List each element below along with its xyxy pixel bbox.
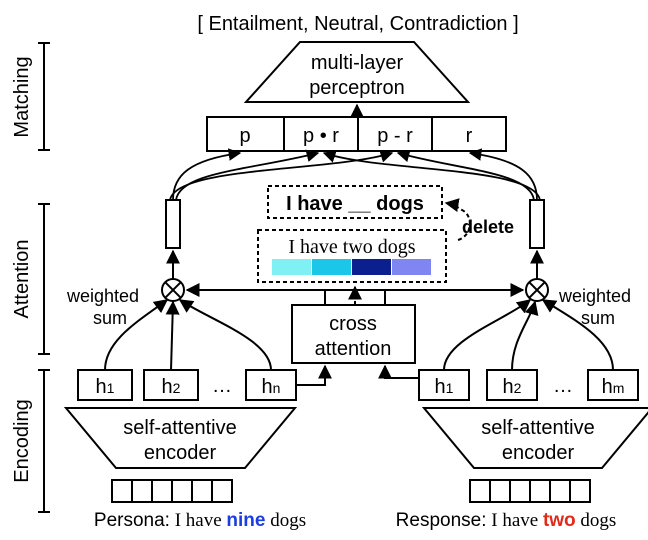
cross-attention-block bbox=[291, 304, 416, 364]
response-state-hm bbox=[587, 369, 639, 401]
attention-weight-bar bbox=[272, 259, 311, 275]
token-cell bbox=[529, 479, 551, 503]
persona-weighted-label-line2: sum bbox=[93, 308, 127, 328]
stage-label-encoding: Encoding bbox=[11, 399, 33, 482]
attention-weight-bar bbox=[312, 259, 351, 275]
token-cell bbox=[509, 479, 531, 503]
feature-box-p-dot-r bbox=[283, 116, 359, 152]
output-classes-title: [ Entailment, Neutral, Contradiction ] bbox=[197, 13, 518, 35]
persona-attended-vector bbox=[165, 199, 181, 249]
response-state-h1-label: h1 bbox=[435, 376, 454, 398]
persona-state-h1 bbox=[77, 369, 133, 401]
feature-label-r: r bbox=[466, 125, 473, 147]
token-cell bbox=[469, 479, 491, 503]
persona-weighted-sum-operator bbox=[161, 278, 185, 302]
persona-token-cells bbox=[111, 479, 233, 503]
stage-bracket-matching bbox=[38, 42, 50, 151]
response-states-to-sum-arrows bbox=[443, 299, 614, 371]
deleted-phrase: I have __ dogs bbox=[286, 193, 424, 215]
response-weighted-label-line1: weighted bbox=[558, 286, 631, 306]
response-encoder-label-line1: self-attentive bbox=[481, 417, 594, 439]
persona-input-sentence: Persona: I have nine dogs bbox=[94, 510, 306, 531]
response-input-highlight: two bbox=[543, 510, 576, 531]
token-cell bbox=[191, 479, 213, 503]
response-to-features-arrows bbox=[322, 148, 541, 201]
persona-states-to-sum-arrows bbox=[104, 299, 272, 371]
persona-state-h2 bbox=[143, 369, 199, 401]
persona-state-hn-label: hn bbox=[262, 376, 281, 398]
token-cell bbox=[569, 479, 591, 503]
feature-label-p-minus-r: p - r bbox=[377, 125, 413, 147]
persona-encoder-label-line1: self-attentive bbox=[123, 417, 236, 439]
persona-weighted-label-line1: weighted bbox=[66, 286, 139, 306]
persona-input-prefix: I have bbox=[175, 510, 222, 531]
response-token-cells bbox=[469, 479, 591, 503]
persona-states-to-cross-attention-arrow bbox=[296, 364, 332, 386]
token-cell bbox=[489, 479, 511, 503]
feature-box-p-minus-r bbox=[357, 116, 433, 152]
persona-input-label: Persona: bbox=[94, 510, 170, 531]
response-encoder-label-line2: encoder bbox=[502, 442, 575, 464]
feature-vector bbox=[206, 116, 507, 152]
response-input-suffix: dogs bbox=[580, 510, 616, 531]
token-cell bbox=[131, 479, 153, 503]
token-cell bbox=[549, 479, 571, 503]
response-input-prefix: I have bbox=[491, 510, 538, 531]
delete-label: delete bbox=[462, 217, 514, 237]
mlp-label-line2: perceptron bbox=[309, 77, 405, 99]
attention-weight-bar bbox=[352, 259, 391, 275]
response-state-ellipsis: … bbox=[553, 375, 573, 397]
mlp-block bbox=[243, 41, 471, 103]
response-attended-vector bbox=[529, 199, 545, 249]
token-cell bbox=[111, 479, 133, 503]
persona-state-h1-label: h1 bbox=[96, 376, 115, 398]
persona-input-highlight: nine bbox=[226, 510, 265, 531]
persona-state-h2-label: h2 bbox=[162, 376, 181, 398]
response-input-sentence: Response: I have two dogs bbox=[396, 510, 617, 531]
attention-weight-bars bbox=[272, 259, 431, 275]
response-weighted-label-line2: sum bbox=[581, 308, 615, 328]
token-cell bbox=[171, 479, 193, 503]
token-cell bbox=[151, 479, 173, 503]
response-state-h2 bbox=[486, 369, 538, 401]
cross-attention-label-line1: cross bbox=[329, 313, 377, 335]
feature-box-p bbox=[206, 116, 285, 152]
deleted-phrase-box bbox=[267, 185, 443, 219]
mlp-label-line1: multi-layer bbox=[311, 52, 404, 74]
response-weighted-sum-operator bbox=[525, 278, 549, 302]
persona-state-ellipsis: … bbox=[212, 375, 232, 397]
feature-label-p: p bbox=[239, 125, 250, 147]
feature-label-p-dot-r: p • r bbox=[303, 125, 339, 147]
attention-weight-bar bbox=[392, 259, 431, 275]
stage-label-matching: Matching bbox=[11, 56, 33, 137]
persona-encoder-label-line2: encoder bbox=[144, 442, 217, 464]
response-encoder-block bbox=[421, 407, 648, 469]
attention-sentence: I have two dogs bbox=[288, 236, 415, 258]
response-state-hm-label: hm bbox=[602, 376, 625, 398]
stage-bracket-attention bbox=[38, 203, 50, 355]
persona-input-suffix: dogs bbox=[270, 510, 306, 531]
persona-encoder-block bbox=[63, 407, 298, 469]
stage-label-attention: Attention bbox=[11, 240, 33, 319]
response-states-to-cross-attention-arrow bbox=[378, 364, 419, 379]
persona-to-features-arrows bbox=[169, 148, 394, 201]
response-hidden-states bbox=[418, 369, 639, 401]
token-cell bbox=[211, 479, 233, 503]
response-input-label: Response: bbox=[396, 510, 487, 531]
delete-arrow bbox=[444, 198, 471, 241]
cross-attention-label-line2: attention bbox=[315, 338, 392, 360]
stage-bracket-encoding bbox=[38, 369, 50, 513]
response-state-h2-label: h2 bbox=[503, 376, 522, 398]
